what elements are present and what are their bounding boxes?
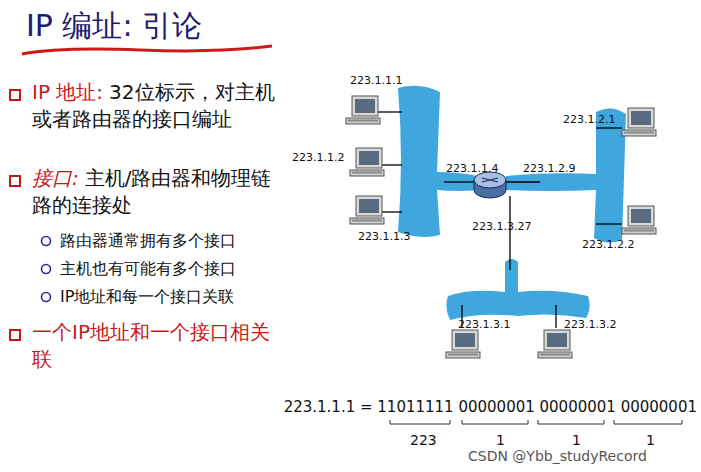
ip-address-label: 223.1.2.1 bbox=[563, 113, 615, 126]
byte-value: 1 bbox=[646, 432, 655, 449]
bullet-squares bbox=[10, 90, 20, 340]
ip-address-label: 223.1.1.3 bbox=[358, 230, 410, 243]
bullet-text: 主机也有可能有多个接口 bbox=[60, 256, 290, 282]
ip-address-label: 223.1.2.9 bbox=[523, 162, 575, 175]
bullet-text: 路由器通常拥有多个接口 bbox=[60, 228, 290, 254]
bullet-text: 一个IP地址和一个接口相关联 bbox=[32, 319, 282, 373]
ip-address-label: 223.1.3.27 bbox=[472, 220, 531, 233]
byte-value: 1 bbox=[572, 432, 581, 449]
byte-brackets bbox=[390, 420, 682, 424]
ip-address-label: 223.1.1.1 bbox=[350, 74, 402, 87]
link-lines bbox=[378, 112, 622, 328]
watermark: CSDN @Ybb_studyRecord bbox=[468, 448, 647, 465]
bullet-phrase: 主机也有可能有多个接口 bbox=[60, 259, 236, 278]
byte-value: 1 bbox=[496, 432, 505, 449]
bullet-text: IP 地址:32位标示，对主机或者路由器的接口编址 bbox=[32, 79, 282, 133]
bullet-phrase: 接口: bbox=[32, 166, 79, 190]
ip-address-label: 223.1.1.2 bbox=[292, 151, 344, 164]
subnet-bands bbox=[398, 86, 626, 320]
bullet-circles bbox=[42, 237, 51, 302]
host-computers bbox=[346, 96, 656, 358]
bullet-phrase: IP 地址: bbox=[32, 80, 103, 104]
binary-notation: 223.1.1.1 = 11011111 00000001 00000001 0… bbox=[284, 398, 697, 416]
ip-address-label: 223.1.2.2 bbox=[582, 238, 634, 251]
title-underline bbox=[22, 46, 272, 54]
bullet-text: 接口:主机/路由器和物理链路的连接处 bbox=[32, 165, 282, 219]
byte-value: 223 bbox=[410, 432, 437, 449]
bullet-phrase: 一个IP地址和一个接口相关联 bbox=[32, 320, 270, 371]
ip-address-label: 223.1.3.1 bbox=[458, 318, 510, 331]
router-symbol bbox=[474, 172, 506, 198]
bullet-phrase: IP地址和每一个接口关联 bbox=[60, 287, 234, 306]
bullet-text: IP地址和每一个接口关联 bbox=[60, 284, 290, 310]
bullet-phrase: 路由器通常拥有多个接口 bbox=[60, 231, 236, 250]
ip-address-label: 223.1.3.2 bbox=[564, 318, 616, 331]
ip-address-label: 223.1.1.4 bbox=[446, 162, 498, 175]
slide-title: IP 编址: 引论 bbox=[26, 8, 202, 44]
